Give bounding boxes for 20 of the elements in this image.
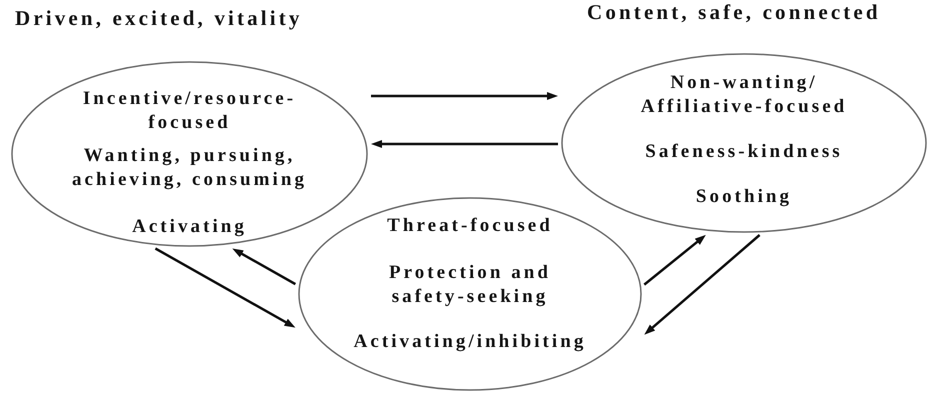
node-text: Threat-focused: [387, 214, 553, 238]
oval-node: [561, 53, 927, 233]
heading-text: Content, safe, connected: [587, 0, 881, 24]
node-text: Activating: [132, 215, 247, 239]
node-text: Protection and safety-seeking: [388, 261, 552, 309]
arrow: [644, 234, 706, 286]
heading-text: Driven, excited, vitality: [15, 6, 303, 30]
arrow: [154, 247, 296, 328]
arrow: [371, 140, 558, 148]
node-text: Wanting, pursuing, achieving, consuming: [71, 144, 308, 192]
oval-node: [298, 197, 642, 391]
oval-node: [11, 61, 368, 247]
node-text: Soothing: [696, 185, 792, 209]
node-text: Safeness-kindness: [645, 140, 843, 164]
node-text: Activating/inhibiting: [354, 330, 586, 354]
arrow: [232, 248, 296, 286]
node-text: Non-wanting/ Affiliative-focused: [640, 71, 848, 119]
arrow: [644, 234, 760, 335]
arrow: [371, 92, 558, 100]
node-text: Incentive/resource- focused: [82, 87, 298, 135]
